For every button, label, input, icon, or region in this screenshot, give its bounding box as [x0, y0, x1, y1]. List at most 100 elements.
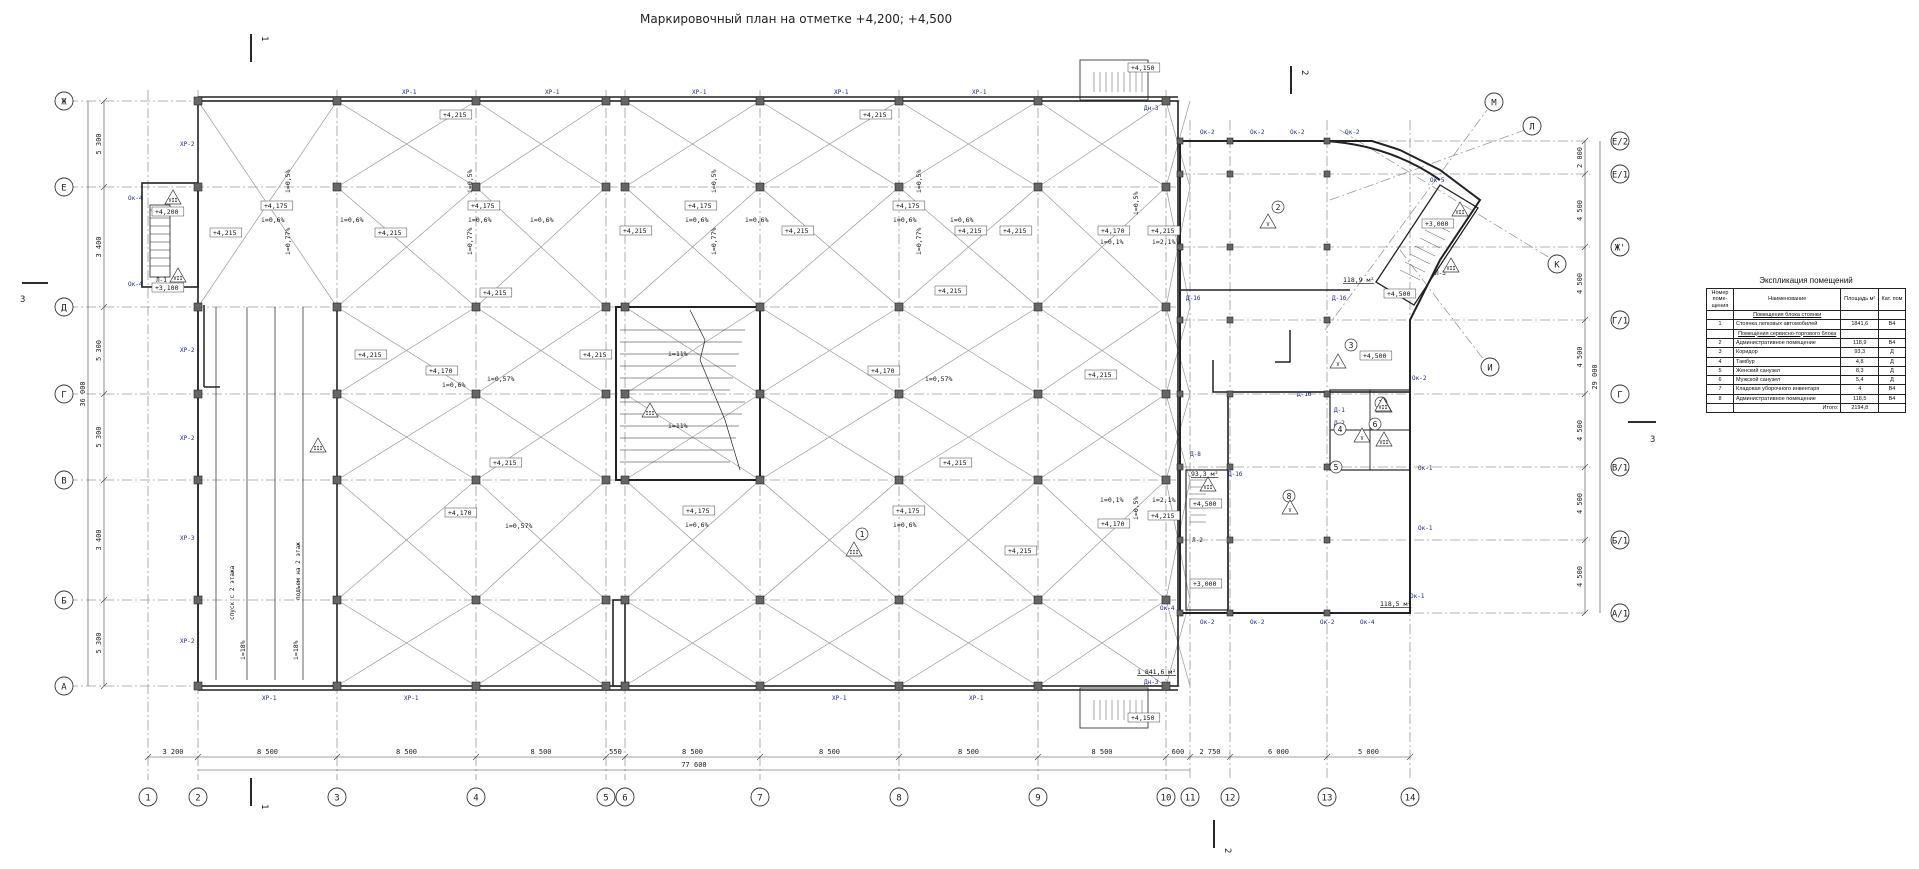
column	[755, 302, 765, 312]
column	[755, 389, 765, 399]
dim-tick	[621, 753, 629, 761]
axis-bubble-row-right-label: Б/1	[1612, 537, 1628, 547]
slope-line	[624, 479, 761, 601]
axis-bubble-col-label: 4	[473, 794, 478, 804]
ramp-label-down: спуск с 2 этажа	[229, 565, 236, 620]
column	[894, 681, 904, 691]
elevation-stair-top-box	[1127, 62, 1161, 73]
axis-bubble-col	[138, 787, 158, 807]
elevation-main: +4,215	[378, 229, 402, 237]
column	[1161, 681, 1171, 691]
dim-tick	[100, 596, 108, 604]
total-area: 2194,8	[1840, 403, 1879, 414]
column	[601, 595, 611, 605]
dim-label: 8 500	[682, 748, 703, 756]
dim-label: 5 300	[95, 632, 103, 653]
column	[1226, 137, 1234, 145]
room-8-walls	[1227, 391, 1411, 614]
column	[755, 182, 765, 192]
dim-tick	[602, 753, 610, 761]
facade-mark: Д-1б	[1228, 471, 1243, 478]
slope-label: i=0,77%	[710, 228, 718, 255]
column	[471, 302, 481, 312]
slope-label: i=11%	[668, 350, 688, 358]
elevation-main-box	[1147, 225, 1181, 236]
room-number-circle	[1344, 338, 1358, 352]
column	[620, 96, 630, 106]
ramp-pier	[612, 599, 626, 687]
table-row-total: Итого: 2194,8	[1706, 403, 1906, 414]
elevation-main: +4,215	[943, 459, 967, 467]
facade-mark: ХР-1	[972, 89, 987, 96]
elevation-node-box	[425, 365, 459, 376]
elevation-right: +4,500	[1193, 500, 1217, 508]
elevation-main-box	[999, 225, 1033, 236]
axis-bubble-col-label: 9	[1035, 794, 1040, 804]
axis-bubble-row-right	[1610, 310, 1630, 330]
fire-class-mark	[1281, 499, 1299, 515]
slope-line	[336, 186, 477, 308]
slope-line	[898, 306, 1039, 395]
axis-bubble-row-label: В	[61, 477, 66, 487]
slope-line	[759, 599, 900, 687]
area-label: 118,9 м²	[1343, 276, 1374, 284]
axis-bubble-col	[466, 787, 486, 807]
column	[1323, 243, 1331, 251]
slope-line	[1037, 393, 1167, 481]
dim-label: 3 400	[95, 529, 103, 550]
fire-class-mark-label: V	[1288, 508, 1291, 514]
elevation-node: +4,170	[448, 509, 472, 517]
slope-label: i=0,6%	[893, 216, 917, 224]
dim-tick	[1581, 137, 1589, 145]
dim-tick	[1581, 463, 1589, 471]
slope-line	[759, 186, 900, 308]
fire-class-mark	[169, 267, 187, 283]
slope-label: i=0,6%	[468, 216, 492, 224]
elevation-main-box	[939, 457, 973, 468]
column	[332, 96, 342, 106]
stair-step	[1424, 229, 1446, 241]
axis-bubble-row-right	[1610, 164, 1630, 184]
column	[332, 389, 342, 399]
axis-bubble-col-label: 12	[1225, 794, 1236, 804]
column	[1226, 536, 1234, 544]
facade-mark: Д-1б	[1186, 295, 1201, 302]
dim-label: 2 750	[1199, 748, 1220, 756]
room-number-circle	[1271, 200, 1285, 214]
fire-class-mark-label: III	[849, 550, 858, 556]
slope-line	[1037, 306, 1167, 395]
dim-label: 8 500	[819, 748, 840, 756]
fire-class-mark-label: V	[1360, 436, 1363, 442]
axis-bubble-row	[54, 384, 74, 404]
column	[332, 681, 342, 691]
elevation-right: +3,000	[1425, 220, 1449, 228]
axis-bubble-col-label: 2	[195, 794, 200, 804]
slope-line	[1037, 599, 1167, 687]
axis-bubble-radial	[1480, 357, 1500, 377]
dim-tick	[144, 753, 152, 761]
total-label: Итого:	[1732, 403, 1842, 414]
slope-label: i=0,6%	[685, 521, 709, 529]
axis-bubble-col	[750, 787, 770, 807]
elevation-node: +4,170	[871, 367, 895, 375]
column	[1161, 96, 1171, 106]
column	[1161, 182, 1171, 192]
slope-line	[898, 393, 1039, 481]
stair-step	[1399, 269, 1421, 281]
axis-bubble-row-label: Г	[61, 391, 66, 401]
elevation-main: +4,215	[583, 351, 607, 359]
fire-class-mark-label: III	[313, 446, 322, 452]
facade-mark: ХР-3	[180, 535, 195, 542]
axis-line-radial	[1399, 249, 1485, 361]
elevation-main-box	[619, 225, 653, 236]
elevation-node-box	[1097, 518, 1131, 529]
column	[1323, 536, 1331, 544]
dim-label: 3 200	[162, 748, 183, 756]
fire-class-mark	[1442, 257, 1460, 273]
axis-bubble-radial-label: Л	[1529, 123, 1534, 133]
column	[1176, 463, 1184, 471]
column	[1161, 595, 1171, 605]
slope-line	[624, 393, 761, 481]
fire-class-mark	[1199, 476, 1217, 492]
column	[601, 302, 611, 312]
